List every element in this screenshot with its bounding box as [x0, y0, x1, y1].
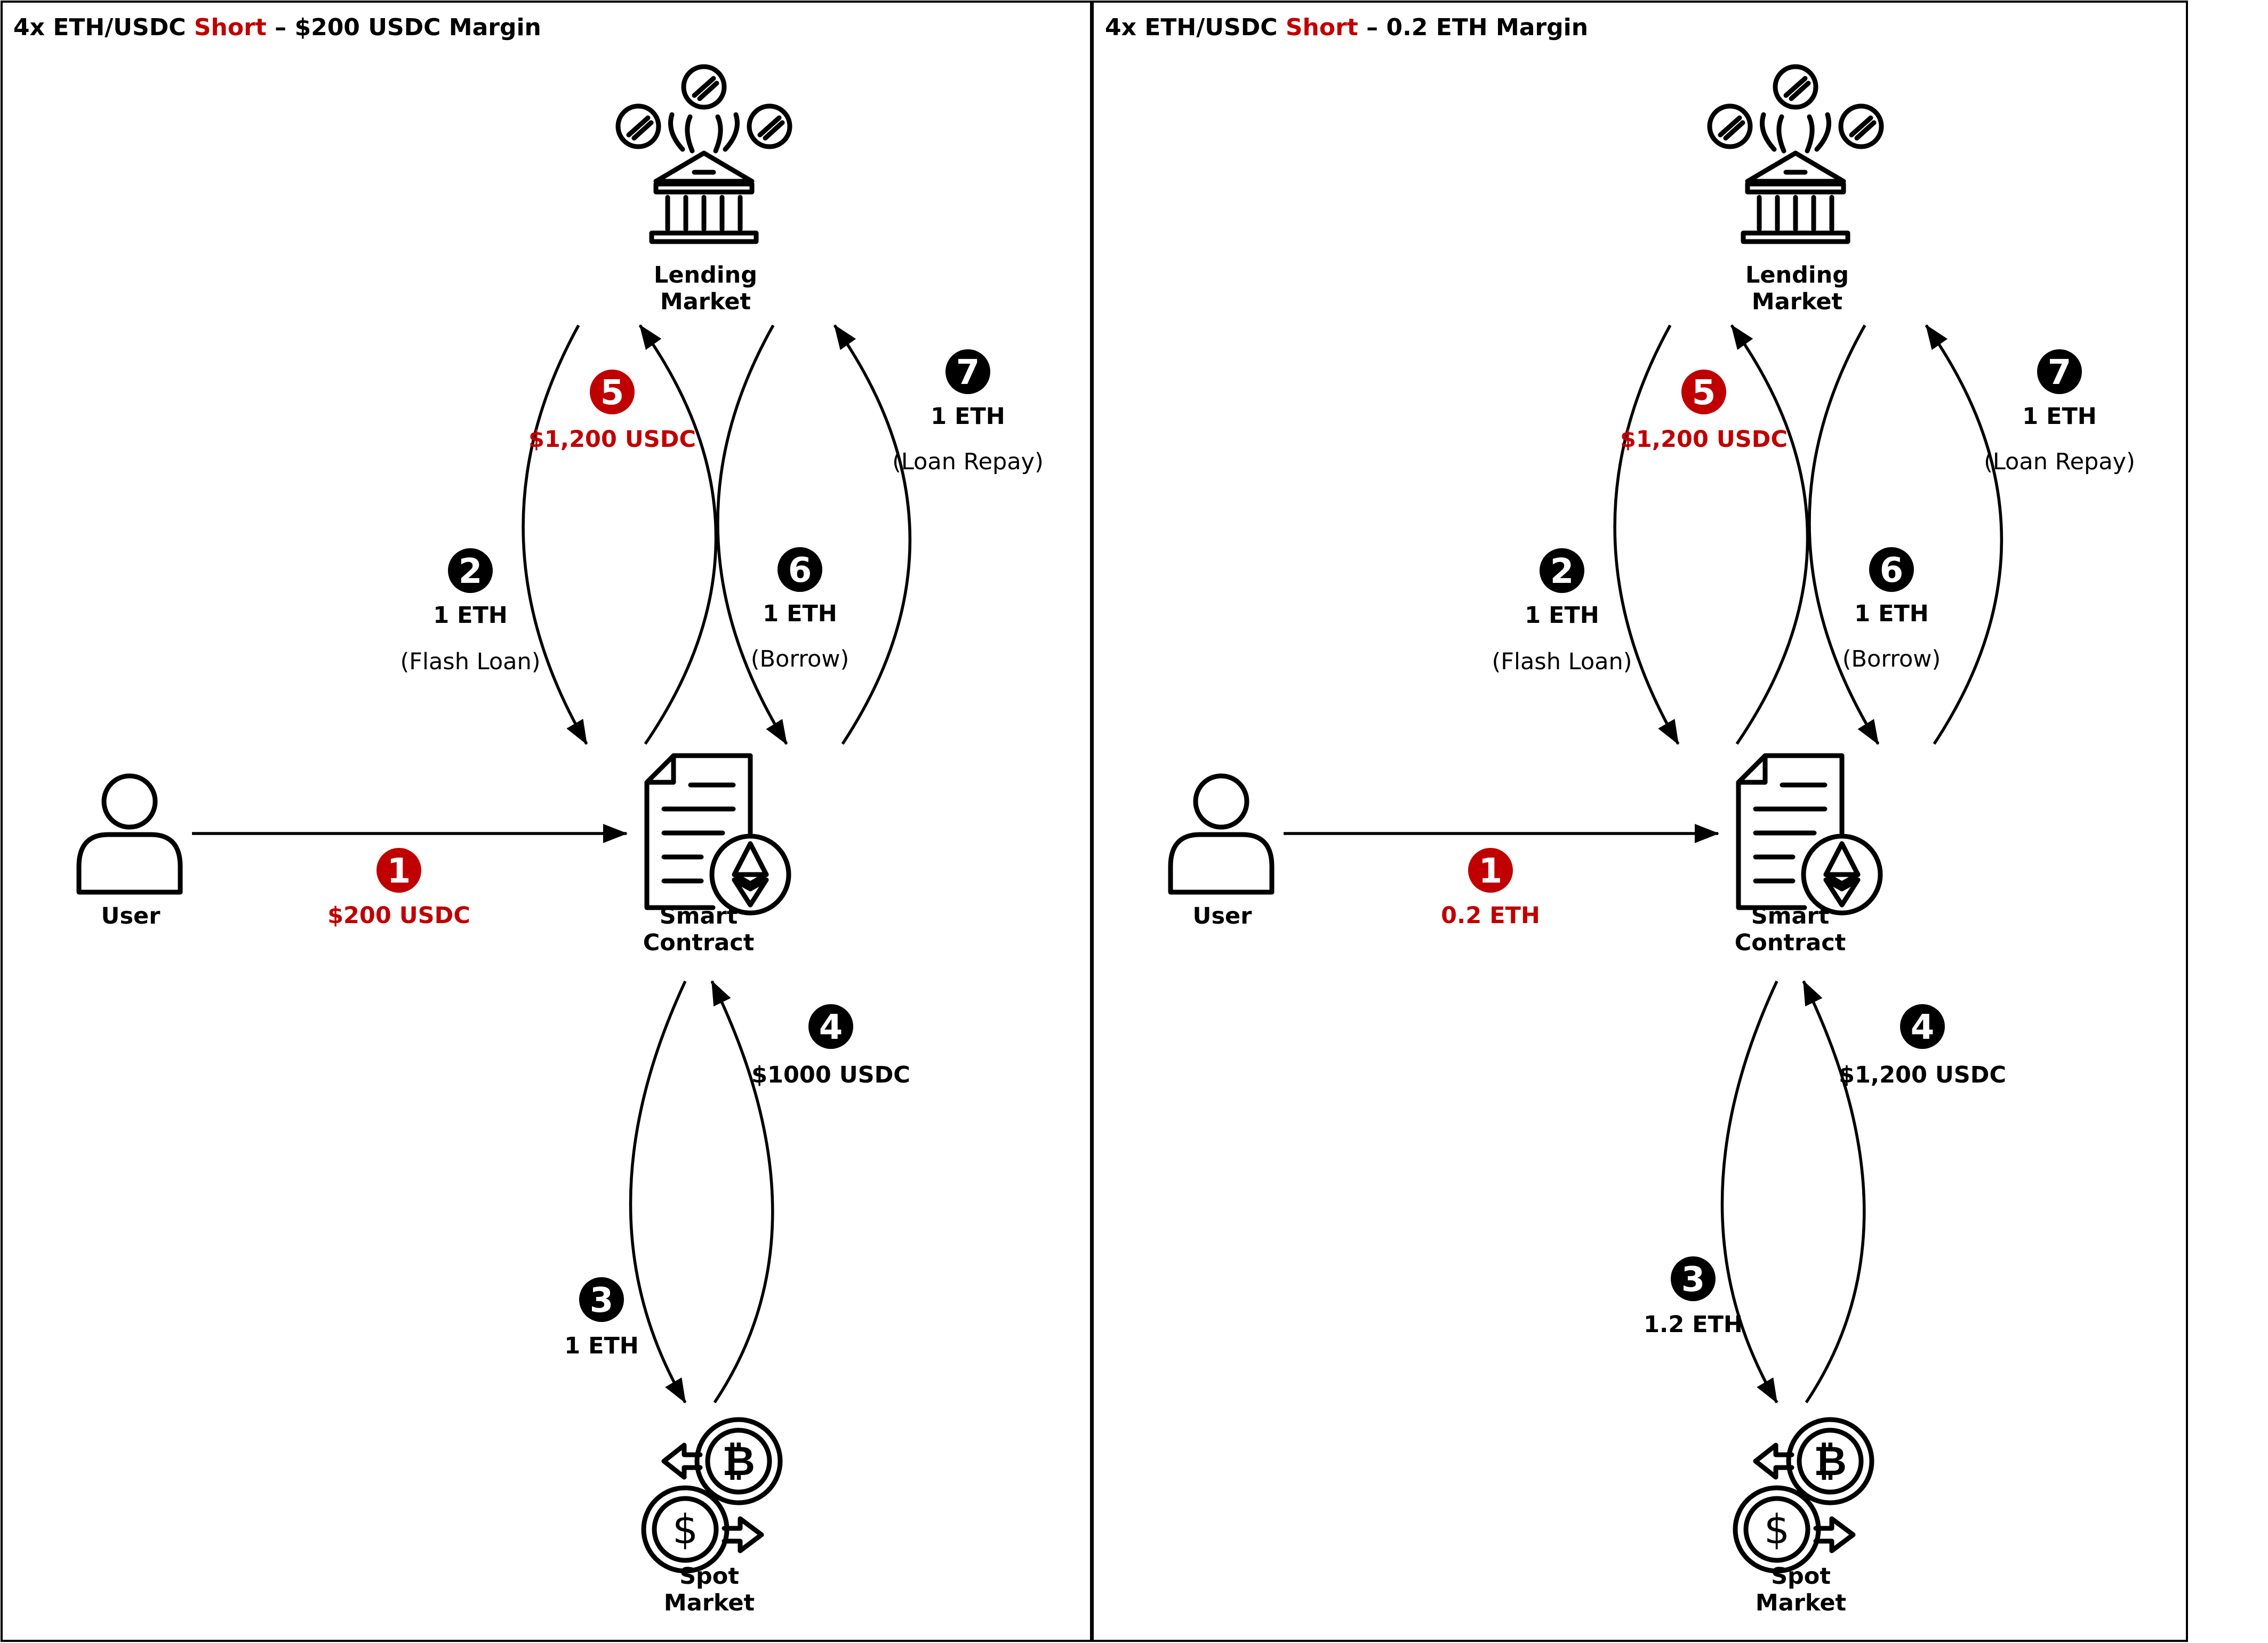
spot-market-label-2: Market [1756, 1590, 1846, 1616]
step-1-badge [1468, 848, 1513, 893]
arrow-step-3 [1720, 980, 1778, 1404]
step-2-badge [1540, 548, 1584, 593]
panel-right: 4x ETH/USDC Short – 0.2 ETH Margin Lendi… [1092, 1, 2188, 1642]
step-6-number: 6 [1880, 551, 1904, 590]
step-3-amount: 1 ETH [564, 1333, 639, 1359]
step-2-note: (Flash Loan) [400, 648, 540, 675]
arrow-step-7 [1925, 324, 2003, 745]
lending-market-label-2: Market [660, 288, 751, 315]
arrow-step-5 [1730, 324, 1809, 745]
panel-title: 4x ETH/USDC Short – 0.2 ETH Margin [1105, 14, 1588, 41]
step-3-badge [1671, 1256, 1716, 1301]
step-7-amount: 1 ETH [2022, 403, 2097, 430]
step-3-number: 3 [590, 1281, 614, 1320]
arrow-step-2 [522, 324, 588, 745]
smart-contract-label-2: Contract [1735, 929, 1846, 956]
step-2-number: 2 [1550, 552, 1574, 591]
step-4-badge [1900, 1004, 1945, 1049]
step-6-amount: 1 ETH [763, 600, 837, 627]
step-1-amount: $200 USDC [327, 902, 470, 929]
step-5-number: 5 [600, 373, 624, 413]
step-3-number: 3 [1681, 1260, 1705, 1300]
step-7-note: (Loan Repay) [892, 448, 1044, 475]
step-7-number: 7 [956, 353, 980, 392]
step-5-amount: $1,200 USDC [1620, 426, 1788, 453]
panel-frame [1, 1, 1092, 1642]
step-2-number: 2 [459, 552, 483, 591]
spot-market-label: Spot [679, 1563, 739, 1590]
step-6-number: 6 [788, 551, 812, 590]
spot-market-label-2: Market [664, 1590, 755, 1616]
smart-contract-label-2: Contract [643, 929, 755, 956]
step-5-amount: $1,200 USDC [528, 426, 696, 453]
smart-contract-label: Smart [660, 903, 738, 929]
step-7-note: (Loan Repay) [1984, 448, 2135, 475]
arrow-step-6 [1808, 324, 1880, 745]
arrow-step-4 [710, 980, 774, 1404]
smart-contract-icon [1738, 756, 1880, 913]
spot-market-label: Spot [1771, 1563, 1831, 1590]
step-7-badge [945, 349, 990, 394]
short-highlight: Short [1286, 14, 1358, 41]
step-6-note: (Borrow) [1842, 646, 1941, 672]
arrow-step-5 [638, 324, 718, 745]
step-4-number: 4 [819, 1008, 843, 1047]
step-6-badge [1869, 547, 1914, 592]
short-highlight: Short [194, 14, 267, 41]
panel-title: 4x ETH/USDC Short – $200 USDC Margin [13, 14, 541, 41]
step-7-amount: 1 ETH [931, 403, 1005, 430]
lending-market-label: Lending [1745, 262, 1849, 288]
lending-market-label-2: Market [1752, 288, 1842, 315]
lending-market-label: Lending [654, 262, 757, 288]
spot-exchange-icon [1735, 1420, 1872, 1571]
step-4-number: 4 [1911, 1008, 1935, 1047]
step-3-amount: 1.2 ETH [1644, 1311, 1743, 1338]
user-icon [1171, 776, 1272, 892]
step-2-amount: 1 ETH [433, 602, 508, 629]
panel-left: 4x ETH/USDC Short – $200 USDC Margin Len… [1, 1, 1092, 1642]
user-label: User [1193, 903, 1253, 929]
bank-icon [618, 67, 790, 242]
step-6-badge [778, 547, 822, 592]
step-1-number: 1 [1479, 852, 1503, 891]
step-1-badge [376, 848, 421, 893]
step-5-badge [1681, 370, 1726, 414]
bank-icon [1710, 67, 1881, 242]
panel-frame [1092, 1, 2188, 1642]
step-3-badge [579, 1277, 624, 1322]
step-4-amount: $1000 USDC [751, 1062, 910, 1088]
step-2-note: (Flash Loan) [1492, 648, 1632, 675]
step-4-amount: $1,200 USDC [1839, 1062, 2006, 1088]
step-6-note: (Borrow) [751, 646, 850, 672]
arrow-step-3 [629, 980, 687, 1404]
step-2-amount: 1 ETH [1525, 602, 1599, 629]
step-7-number: 7 [2048, 353, 2072, 392]
arrow-step-6 [716, 324, 788, 745]
step-7-badge [2037, 349, 2082, 394]
step-1-number: 1 [387, 852, 411, 891]
step-1-amount: 0.2 ETH [1441, 902, 1540, 929]
step-5-number: 5 [1692, 373, 1716, 413]
arrow-step-7 [833, 324, 911, 745]
smart-contract-icon [647, 756, 789, 913]
arrow-step-4 [1802, 980, 1866, 1404]
smart-contract-label: Smart [1751, 903, 1830, 929]
step-5-badge [590, 370, 635, 414]
user-label: User [101, 903, 161, 929]
user-icon [79, 776, 180, 892]
arrow-step-2 [1613, 324, 1680, 745]
spot-exchange-icon [644, 1420, 780, 1571]
step-6-amount: 1 ETH [1854, 600, 1929, 627]
step-2-badge [448, 548, 493, 593]
step-4-badge [808, 1004, 853, 1049]
